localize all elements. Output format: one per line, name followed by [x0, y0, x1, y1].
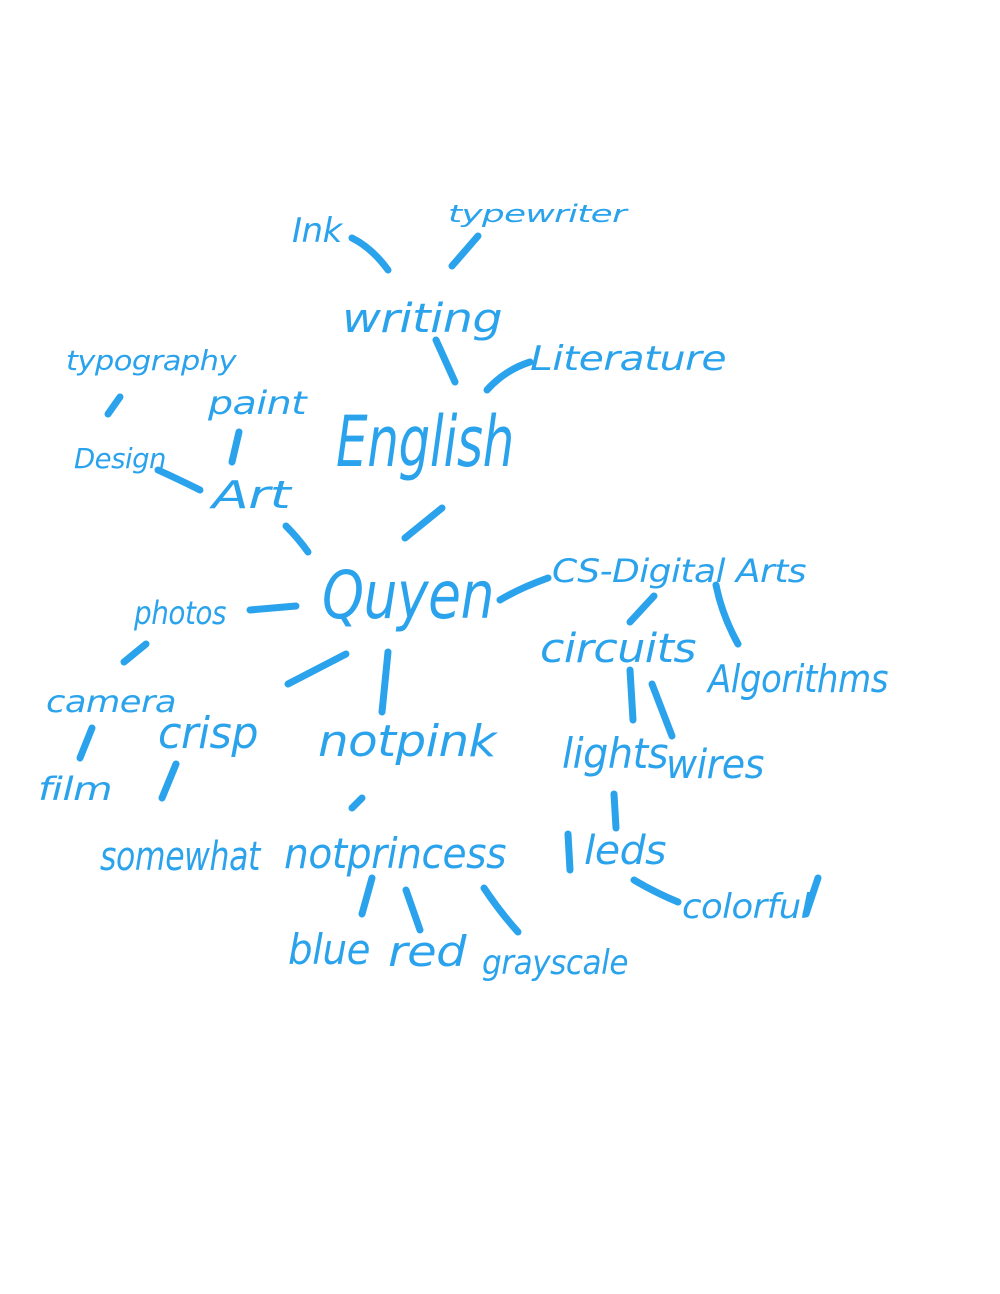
- node-leds: leds: [584, 828, 666, 874]
- connector-camera-film: [76, 724, 96, 762]
- connector-english-quyen: [401, 504, 446, 542]
- node-design: Design: [74, 442, 166, 475]
- node-red: red: [388, 927, 467, 976]
- leds-bar: [564, 830, 574, 874]
- node-blue: blue: [288, 925, 370, 974]
- connector-cs-algorithms: [712, 581, 742, 648]
- node-photos: photos: [133, 594, 226, 632]
- connector-paint-art: [228, 428, 243, 466]
- node-literature: Literature: [530, 339, 726, 379]
- node-typewriter: typewriter: [448, 200, 630, 228]
- node-notprincess: notprincess: [284, 829, 506, 878]
- connector-typography-design: [104, 393, 124, 418]
- node-art: Art: [208, 473, 294, 517]
- connector-ink-writing: [348, 234, 392, 274]
- node-crisp: crisp: [158, 708, 258, 759]
- node-quyen: Quyen: [322, 557, 494, 634]
- node-cs-digital-arts: CS-Digital Arts: [552, 552, 806, 590]
- connector-photos-quyen: [246, 602, 300, 614]
- connector-design-art: [154, 466, 204, 494]
- node-somewhat: somewhat: [100, 834, 261, 880]
- connector-notprincess-grayscale: [480, 884, 522, 936]
- node-grayscale: grayscale: [482, 943, 628, 983]
- connector-cs-circuits: [626, 592, 658, 626]
- connector-quyen-cs: [496, 574, 552, 604]
- connector-lights-leds: [610, 790, 620, 832]
- node-english: English: [336, 401, 514, 483]
- node-wires: wires: [666, 742, 764, 788]
- connector-circuits-lights: [626, 666, 637, 724]
- node-writing: writing: [342, 296, 502, 342]
- node-ink: Ink: [292, 211, 344, 251]
- node-film: film: [38, 770, 112, 808]
- connector-art-quyen: [282, 522, 312, 556]
- connector-typewriter-writing: [448, 232, 482, 270]
- connector-circuits-wires: [648, 680, 676, 740]
- connector-notprincess-red: [402, 886, 424, 934]
- connector-photos-camera: [120, 640, 150, 666]
- connector-quyen-crisp: [284, 650, 350, 688]
- connector-leds-colorful: [630, 876, 682, 906]
- connector-lines: [76, 232, 822, 936]
- connector-writing-english: [432, 336, 459, 386]
- node-camera: camera: [46, 685, 176, 720]
- node-notpink: notpink: [318, 716, 498, 767]
- node-circuits: circuits: [540, 626, 696, 672]
- connector-notprincess-blue: [358, 874, 376, 918]
- connector-quyen-notpink: [378, 648, 392, 716]
- mind-map-words: Ink typewriter writing Literature typogr…: [38, 200, 889, 983]
- node-paint: paint: [207, 384, 309, 422]
- connector-literature-english: [483, 358, 534, 394]
- node-colorful: colorful: [682, 887, 811, 927]
- colorful-tail: [802, 874, 822, 918]
- node-lights: lights: [562, 729, 668, 778]
- node-algorithms: Algorithms: [705, 657, 888, 701]
- node-typography: typography: [66, 344, 237, 377]
- connector-crisp-somewhat: [158, 760, 180, 802]
- connector-notpink-notprincess: [348, 794, 366, 812]
